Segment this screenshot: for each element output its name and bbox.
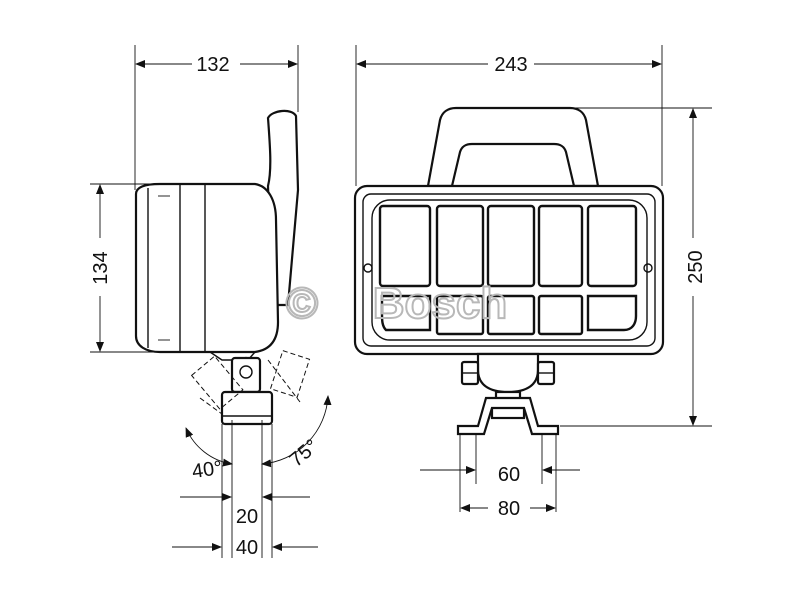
- watermark-symbol: ©: [286, 279, 318, 328]
- front-mount: [456, 352, 560, 436]
- mount-base: [220, 390, 274, 426]
- front-dimensions: 243 250 60 80: [355, 45, 712, 520]
- frame-screw-left: [363, 263, 373, 273]
- pivot-block: [230, 356, 262, 394]
- dim-tilt-back: 40°: [191, 457, 224, 483]
- dim-side-height: 134: [90, 251, 112, 284]
- grille: [378, 204, 638, 336]
- dim-mount-base-width: 80: [498, 498, 520, 520]
- front-handle: [426, 106, 600, 188]
- watermark: © Bosch: [285, 278, 508, 329]
- side-view: [134, 109, 332, 558]
- dim-side-width: 132: [196, 54, 229, 76]
- dim-mount-hole-spacing: 60: [498, 464, 520, 486]
- frame-screw-right: [643, 263, 653, 273]
- dim-bracket-outer: 40: [236, 537, 258, 559]
- side-housing: [134, 182, 280, 354]
- watermark-text: Bosch: [373, 279, 507, 328]
- dim-tilt-forward: 75°: [285, 435, 322, 471]
- front-view: [353, 106, 665, 512]
- dim-front-width: 243: [494, 54, 527, 76]
- dim-front-height: 250: [685, 250, 707, 283]
- dim-bracket-inner: 20: [236, 506, 258, 528]
